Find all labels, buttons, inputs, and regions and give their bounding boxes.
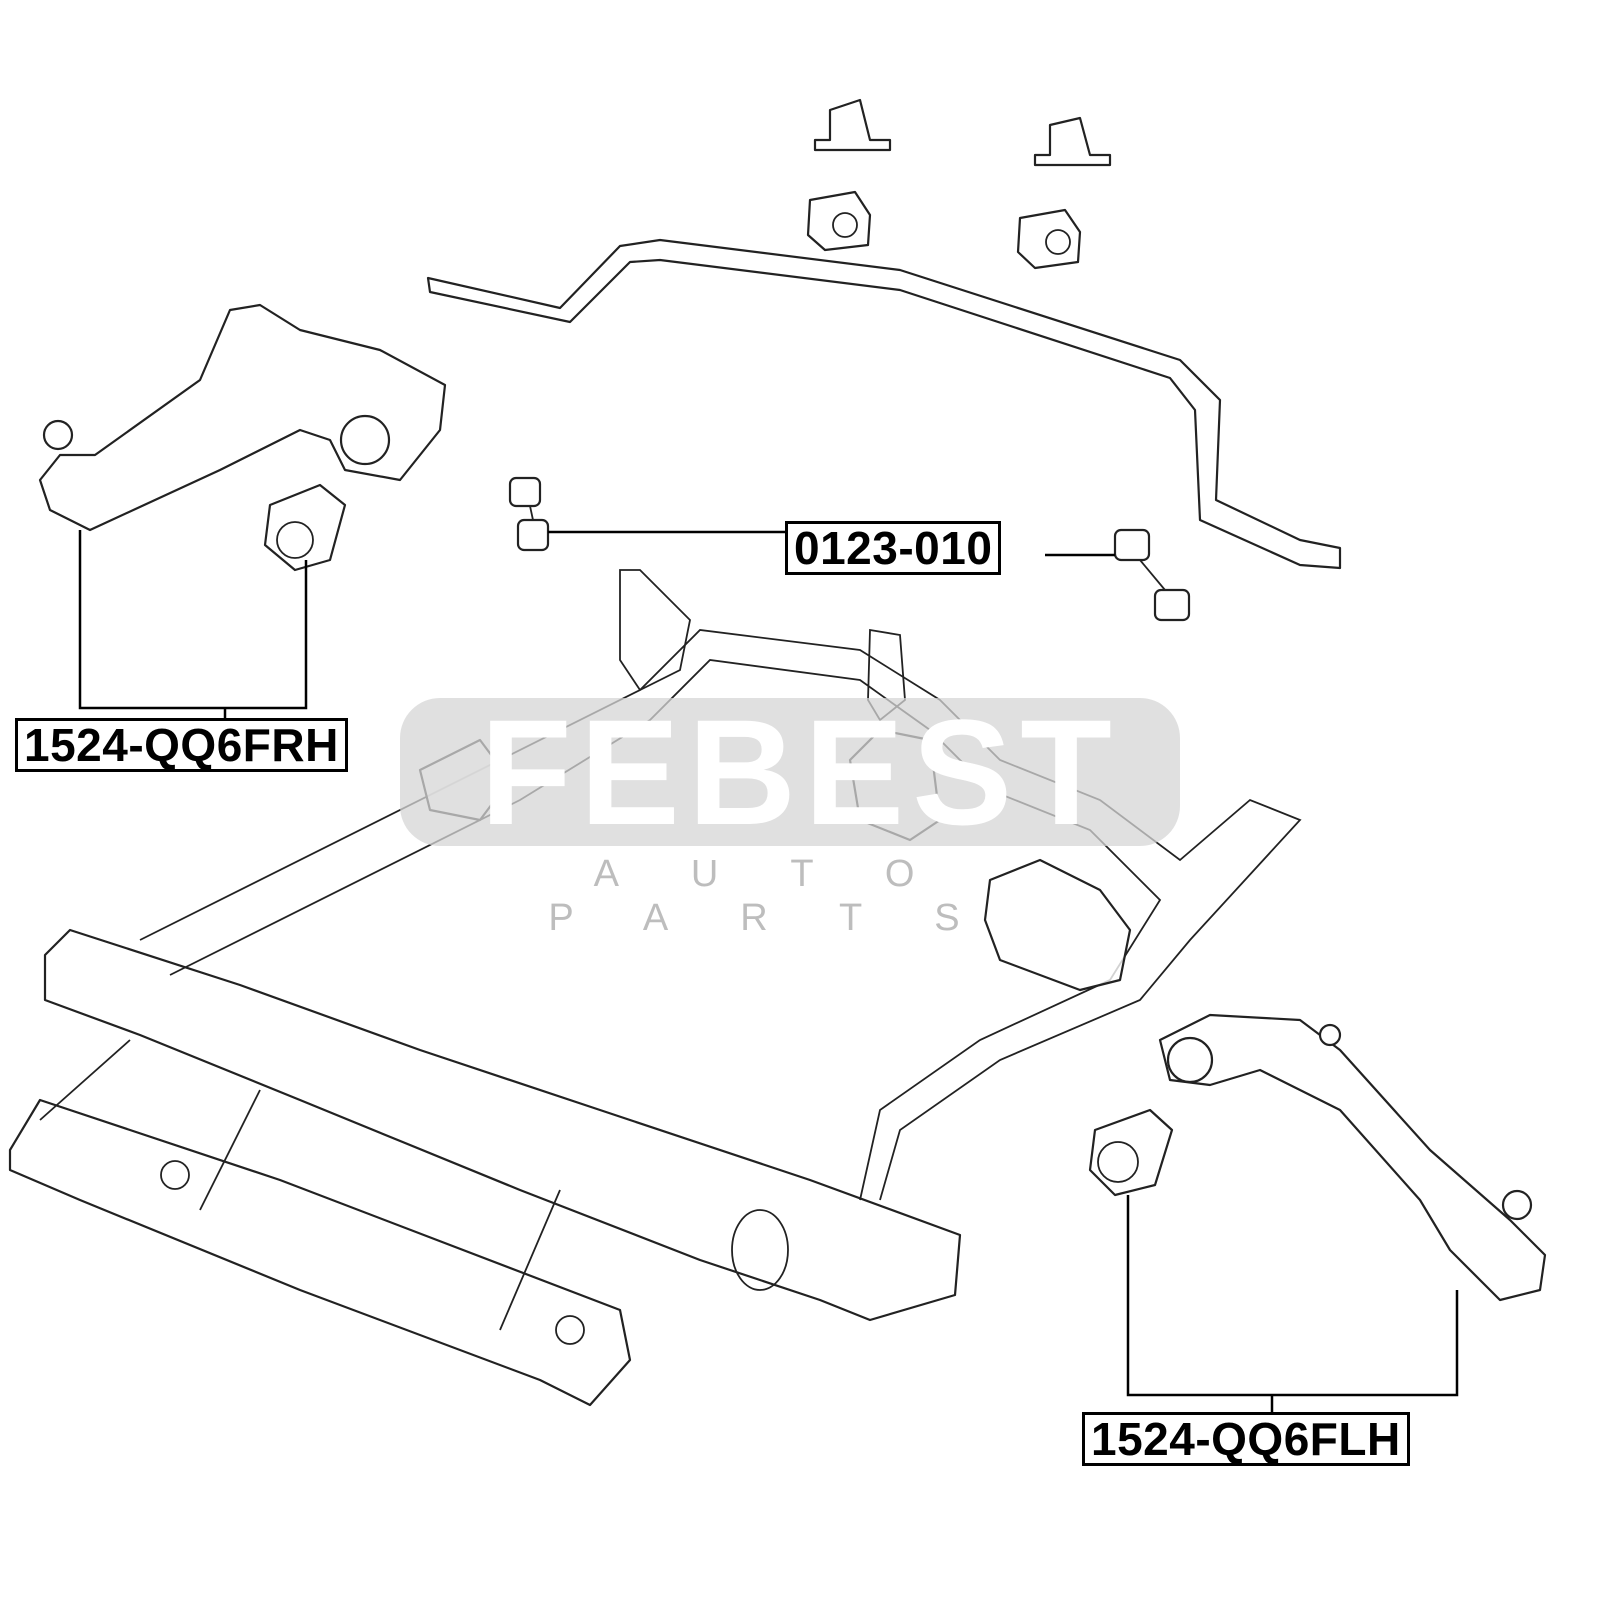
watermark-tagline: AUTO PARTS <box>548 853 1032 939</box>
control-arm-left <box>1158 1013 1547 1302</box>
stabilizer-link-left <box>508 476 550 552</box>
arm-bushing-right <box>263 483 347 572</box>
arm-bushing-left <box>1088 1108 1174 1197</box>
part-label-stabilizer-link[interactable]: 0123-010 <box>785 521 1002 575</box>
stabilizer-bar <box>426 238 1342 570</box>
stabilizer-link-right <box>1113 528 1191 622</box>
part-label-arm-right[interactable]: 1524-QQ6FRH <box>15 718 348 772</box>
watermark-logo: FEBEST <box>480 688 1120 856</box>
stabilizer-bushing-1 <box>806 98 892 252</box>
part-label-arm-left[interactable]: 1524-QQ6FLH <box>1082 1412 1410 1466</box>
leader-lines <box>78 530 1459 1412</box>
stabilizer-bushing-2 <box>1016 116 1112 270</box>
control-arm-right <box>38 303 447 532</box>
watermark-background <box>400 698 1180 846</box>
